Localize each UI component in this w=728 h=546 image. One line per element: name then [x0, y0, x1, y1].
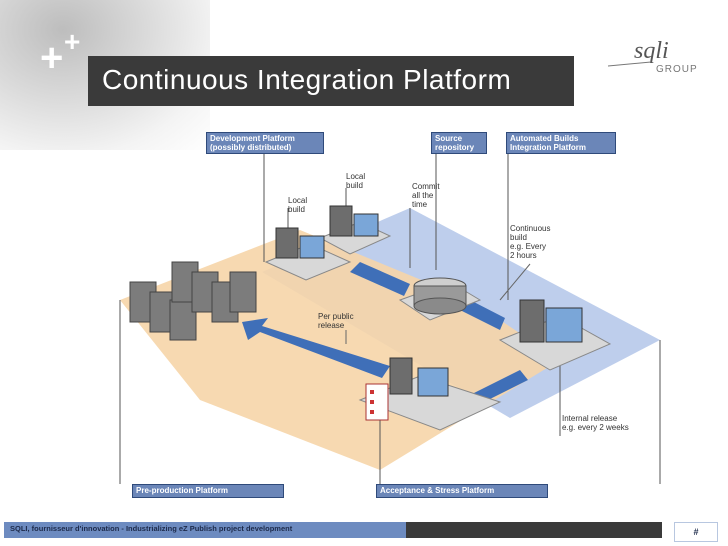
source-repository-database [413, 277, 467, 315]
flow-arrows [242, 262, 528, 404]
monitors [299, 213, 583, 397]
arrow-build-to-acceptance [472, 370, 528, 404]
svg-text:sqli: sqli [634, 38, 669, 64]
footer-text: SQLI, fournisseur d'innovation - Industr… [10, 524, 293, 533]
arrow-to-repo [350, 262, 410, 296]
title-bar [88, 56, 574, 106]
slide-title: Continuous Integration Platform [102, 64, 512, 95]
label-acceptance-platform: Acceptance & Stress Platform [376, 484, 548, 498]
preprod-servers [129, 261, 257, 341]
plus-glyph-large: + [40, 36, 64, 80]
arrow-repo-to-build [460, 300, 505, 330]
label-dev-platform: Development Platform(possibly distribute… [206, 132, 324, 154]
svg-text:GROUP: GROUP [656, 64, 698, 75]
sqli-logo: sqli GROUP [606, 36, 706, 80]
arrow-per-release [242, 318, 390, 378]
page-number: # [674, 522, 718, 542]
dev-servers [275, 205, 545, 395]
stress-panel [365, 383, 389, 421]
plus-glyph: + [64, 26, 81, 57]
footer-accent [4, 522, 406, 538]
label-preprod-platform: Pre-production Platform [132, 484, 284, 498]
